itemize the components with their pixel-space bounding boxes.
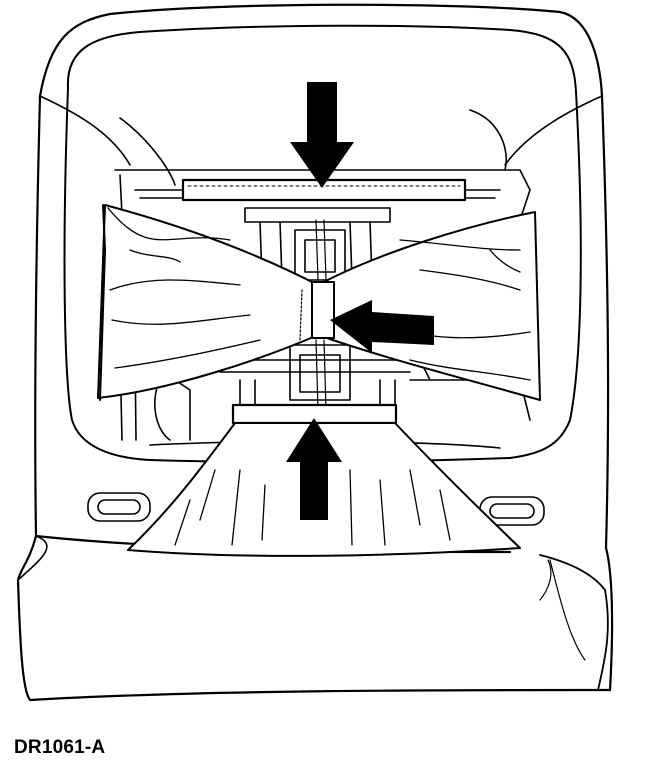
fold-lines xyxy=(17,95,603,581)
figure-id-label: DR1061-A xyxy=(14,737,106,758)
inner-frame xyxy=(63,24,582,464)
arrow-center-strap xyxy=(330,300,434,353)
arrow-top-seam xyxy=(290,82,354,188)
arrow-bottom-seam xyxy=(286,418,342,520)
cover-flap xyxy=(539,554,609,691)
center-strap xyxy=(299,219,335,411)
callout-arrows xyxy=(286,82,434,520)
